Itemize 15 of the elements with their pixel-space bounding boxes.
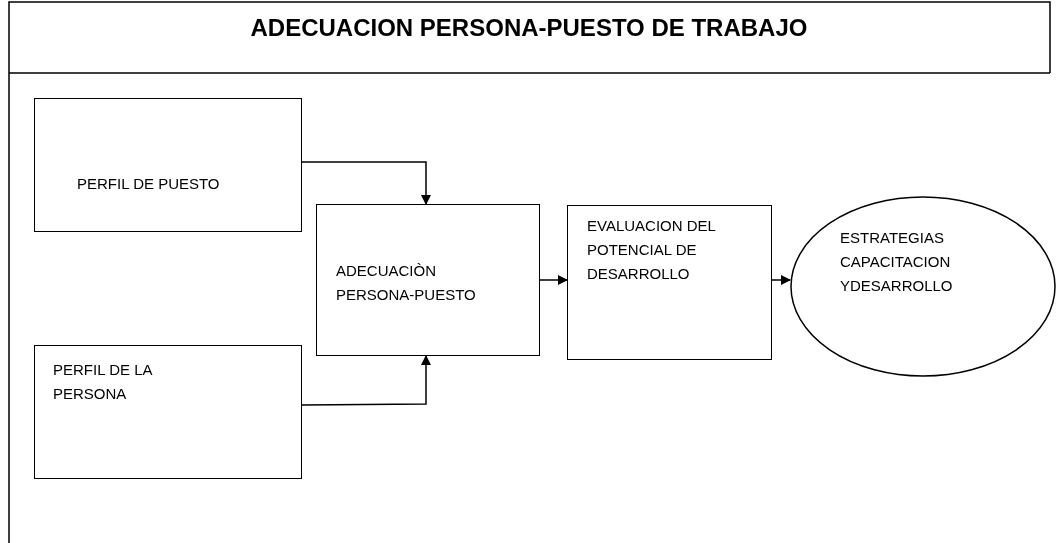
arrow xyxy=(771,275,791,285)
node-label: PERFIL DE LA PERSONA xyxy=(53,360,154,404)
arrow xyxy=(301,161,431,205)
process-box xyxy=(34,345,302,479)
node-label: ADECUACIÒN PERSONA-PUESTO xyxy=(336,261,477,305)
node-label: EVALUACION DEL POTENCIAL DE DESARROLLO xyxy=(587,216,717,284)
arrow xyxy=(301,355,431,406)
arrow xyxy=(539,275,568,285)
diagram-title: ADECUACION PERSONA-PUESTO DE TRABAJO xyxy=(249,14,809,42)
node-label: PERFIL DE PUESTO xyxy=(77,174,220,194)
node-label: ESTRATEGIAS CAPACITACION YDESARROLLO xyxy=(840,228,954,296)
process-box xyxy=(316,204,540,356)
process-box xyxy=(567,205,772,360)
process-box xyxy=(34,98,302,232)
ellipse-node xyxy=(790,196,1056,377)
